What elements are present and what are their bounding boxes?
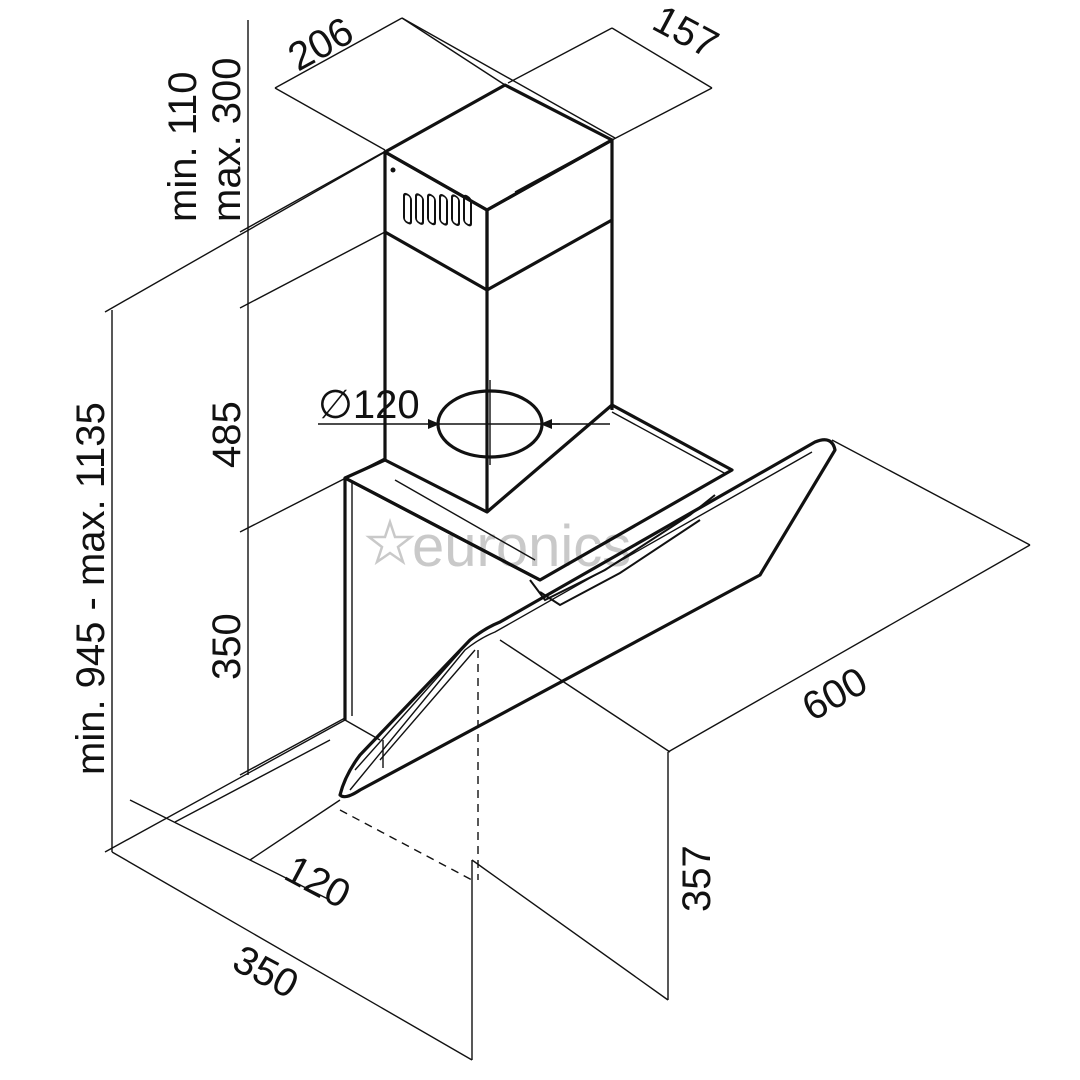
chimney-top-face bbox=[383, 83, 614, 212]
label-hood-depth: 350 bbox=[226, 937, 306, 1007]
star-icon bbox=[365, 518, 415, 566]
glass-canopy bbox=[338, 438, 837, 799]
label-canopy-offset: 120 bbox=[278, 847, 358, 917]
label-hood-width: 600 bbox=[795, 659, 875, 730]
upper-chimney bbox=[383, 83, 614, 512]
label-chimney-width: 206 bbox=[281, 9, 361, 80]
label-hood-height: 357 bbox=[675, 845, 719, 912]
label-lower-body-height: 350 bbox=[205, 613, 249, 680]
duct-symbol bbox=[318, 380, 610, 465]
label-chimney-max: max. 300 bbox=[205, 57, 249, 222]
vent-slots bbox=[403, 192, 472, 227]
dimension-lines bbox=[104, 17, 1031, 1061]
label-duct-diameter: ∅120 bbox=[318, 383, 420, 427]
label-upper-chimney-height: 485 bbox=[205, 401, 249, 468]
label-chimney-depth: 157 bbox=[646, 0, 726, 67]
label-chimney-min: min. 110 bbox=[161, 72, 205, 222]
chimney-right-face bbox=[485, 138, 614, 292]
label-total-height: min. 945 - max. 1135 bbox=[69, 402, 113, 775]
lower-body bbox=[343, 403, 734, 741]
canopy-outline bbox=[338, 438, 837, 799]
